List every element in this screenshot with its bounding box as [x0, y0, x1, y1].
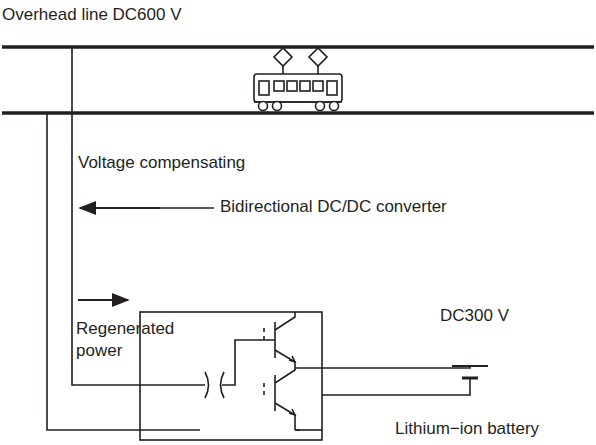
battery-wire: [295, 429, 300, 431]
battery-symbol: [452, 366, 488, 378]
annotation: Voltage compensating: [78, 152, 245, 174]
annotation: Regenerated power: [76, 318, 186, 362]
regeneration-arrow: [78, 299, 128, 301]
battery-wire: [295, 429, 322, 431]
line-label: Overhead line DC600 V: [2, 4, 182, 26]
isolation-capacitor: [140, 340, 275, 430]
rail: [2, 111, 594, 115]
overhead-line: [2, 45, 594, 49]
part-label: Bidirectional DC/DC converter: [218, 196, 449, 218]
battery-wire: [295, 366, 470, 368]
feeder-wire: [72, 47, 205, 385]
battery-wire: [322, 378, 470, 395]
train-symbol: [254, 48, 342, 111]
compensating-arrow: [80, 207, 160, 209]
voltage-label: DC300 V: [440, 305, 509, 327]
igbt-switches: [264, 312, 295, 430]
part-label: Lithium−ion battery: [395, 418, 539, 440]
callout-line: [160, 207, 214, 209]
